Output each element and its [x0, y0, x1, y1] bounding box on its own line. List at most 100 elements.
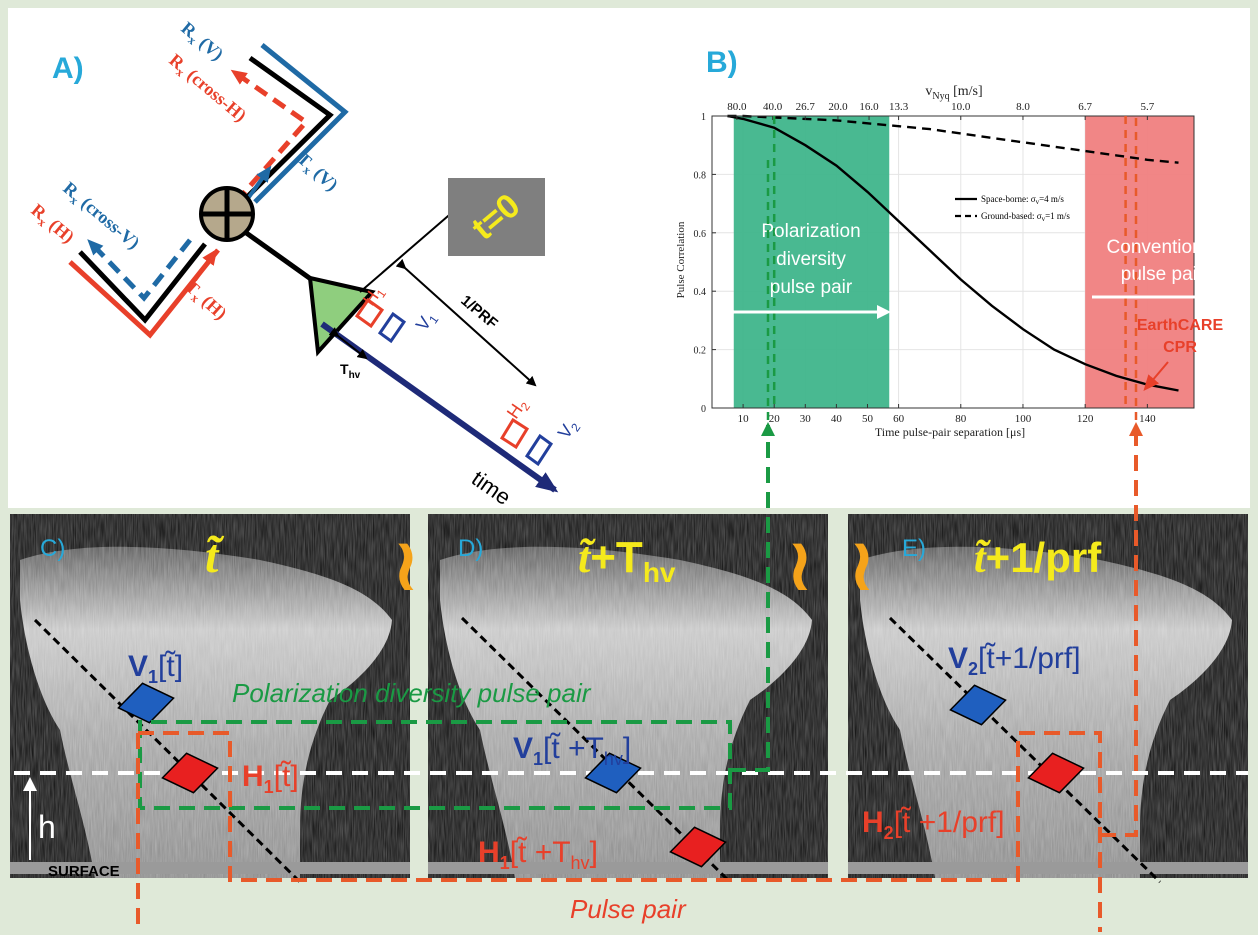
- rx-cross-v-path: [87, 238, 192, 302]
- approx-symbol-3: ≀: [848, 523, 876, 606]
- t0-box: [448, 178, 545, 256]
- radar-panels: C) D) E) t̃ t̃+Thv t̃+1/prf ≀ ≀ ≀ h SURF…: [10, 514, 1248, 884]
- earthcare-pointer: [1143, 361, 1169, 392]
- legend-ground-based: Ground-based: σv=1 m/s: [981, 211, 1070, 223]
- top-tick-label: 8.0: [1016, 101, 1030, 113]
- red-region-line1: Conventional: [1107, 237, 1218, 258]
- y-axis-label: Pulse Correlation: [675, 221, 687, 298]
- panel-e-title: t̃+1/prf: [974, 534, 1102, 582]
- panel-c-h-diamond: [161, 752, 219, 794]
- panel-d-v-label: V1[t̃ +Thv]: [513, 732, 631, 769]
- tx-h-arrow: [193, 248, 218, 282]
- panel-e-h-diamond: [1027, 752, 1085, 794]
- panel-e-h-label: H2[t̃ +1/prf]: [862, 806, 1005, 843]
- panel-d-h-label: H1[t̃ +Thv]: [478, 836, 598, 873]
- thv-label: Thv: [340, 361, 361, 381]
- panel-d-title: t̃+Thv: [578, 533, 676, 588]
- top-tick-label: 10.0: [951, 101, 971, 113]
- lower-black-path: [78, 242, 207, 324]
- pulse-pair-path: [138, 731, 1102, 932]
- top-tick-label: 13.3: [889, 101, 909, 113]
- x-tick-label: 80: [955, 413, 967, 425]
- thv-arrow: [328, 327, 368, 360]
- plot-frame: [711, 115, 1195, 409]
- panel-e-image: [848, 514, 1248, 878]
- space-borne-series: [727, 114, 1179, 392]
- panel-c-label: C): [40, 535, 65, 562]
- earthcare-line2: CPR: [1163, 339, 1197, 356]
- rx-v-path: [253, 43, 349, 204]
- x-tick-label: 10: [738, 413, 750, 425]
- x-tick-label: 140: [1139, 413, 1156, 425]
- v2-pulse: [524, 433, 554, 467]
- h-label: h: [38, 809, 56, 845]
- h2-pulse: [499, 417, 530, 450]
- pulse-correlation-chart: 10 20 30 40 50 60 80 100 120 140 0 0.2 0.4 0.6 0.8 1 80.…: [694, 101, 1195, 425]
- t0-line: [359, 209, 456, 293]
- panel-a-label: A): [52, 52, 84, 85]
- x-tick-label: 120: [1077, 413, 1094, 425]
- panel-d-image: [428, 514, 828, 878]
- green-region-line3: pulse pair: [770, 277, 853, 298]
- panel-e-v-diamond: [949, 684, 1007, 726]
- red-region-line2: pulse pair: [1121, 264, 1204, 285]
- green-region-line2: diversity: [776, 249, 846, 270]
- panel-e-v-label: V2[t̃+1/prf]: [948, 642, 1081, 679]
- panel-c-image: [10, 514, 410, 878]
- top-tick-label: 16.0: [859, 101, 879, 113]
- conventional-region: [1085, 116, 1194, 408]
- y-tick-label: 0.8: [694, 170, 707, 181]
- top-tick-label: 20.0: [828, 101, 848, 113]
- top-tick-label: 26.7: [796, 101, 816, 113]
- x-tick-label: 20: [769, 413, 781, 425]
- top-tick-label: 40.0: [763, 101, 783, 113]
- panel-d-h-diamond: [669, 826, 727, 868]
- upper-black-path: [240, 55, 334, 204]
- panel-d-v-diamond: [584, 752, 642, 794]
- approx-symbol-1: ≀: [392, 523, 420, 606]
- surface-label: SURFACE: [48, 863, 120, 880]
- connectors: [136, 118, 1143, 932]
- earthcare-line1: EarthCARE: [1137, 317, 1224, 334]
- polarization-pair-box: [138, 720, 732, 810]
- y-tick-label: 0.4: [694, 287, 707, 298]
- panel-e-label: E): [902, 535, 926, 562]
- top-axis-title: vNyq [m/s]: [925, 84, 982, 102]
- panel-c-h-label: H1[t̃]: [242, 760, 299, 797]
- panel-d-label: D): [458, 535, 483, 562]
- panel-c-v-diamond: [117, 682, 175, 724]
- legend-space-borne: Space-borne: σv=4 m/s: [981, 194, 1064, 206]
- x-tick-label: 30: [800, 413, 812, 425]
- y-tick-label: 0.6: [694, 229, 707, 240]
- top-tick-label: 6.7: [1078, 101, 1092, 113]
- polarization-label: Polarization diversity pulse pair: [232, 678, 592, 708]
- antenna-triangle: [307, 275, 376, 357]
- panel-b-label: B): [706, 46, 738, 79]
- y-tick-label: 0.2: [694, 346, 707, 357]
- panel-c-v-label: V1[t̃]: [128, 650, 183, 687]
- top-tick-label: 80.0: [727, 101, 747, 113]
- x-tick-label: 50: [862, 413, 874, 425]
- top-tick-label: 5.7: [1140, 101, 1154, 113]
- y-tick-label: 1: [701, 112, 706, 123]
- approx-symbol-2: ≀: [786, 523, 814, 606]
- h1-pulse: [354, 297, 385, 329]
- panel-c-diagonal: [33, 618, 302, 884]
- x-tick-label: 60: [893, 413, 905, 425]
- polarization-link: [730, 422, 775, 772]
- panel-e-diagonal: [888, 616, 1162, 884]
- x-axis-label: Time pulse-pair separation [μs]: [875, 425, 1025, 439]
- chart-legend: Space-borne: σv=4 m/s Ground-based: σv=1…: [955, 194, 1070, 223]
- conventional-link: [1100, 422, 1143, 837]
- prf-arrow: [395, 258, 537, 387]
- pulse-pair-label: Pulse pair: [570, 894, 687, 924]
- ground-based-series: [727, 114, 1179, 164]
- y-tick-label: 0: [701, 404, 706, 415]
- x-tick-label: 100: [1015, 413, 1032, 425]
- x-tick-label: 40: [831, 413, 843, 425]
- polarization-region: [733, 116, 890, 408]
- green-region-line1: Polarization: [761, 221, 860, 242]
